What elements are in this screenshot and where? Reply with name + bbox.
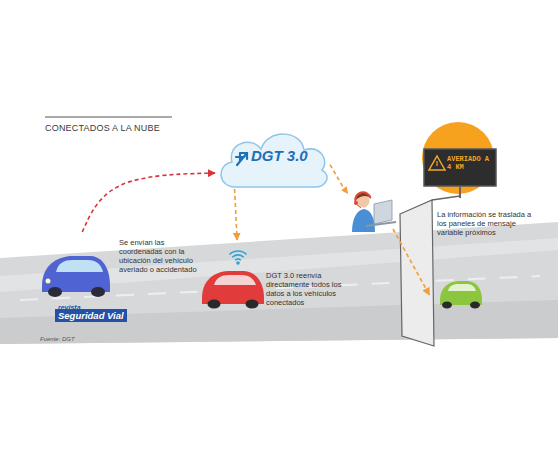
road [0, 222, 558, 344]
logo-symbol [236, 153, 247, 165]
title-rule [45, 117, 172, 118]
text-slot: Se envían las coordenadas con la ubicaci… [119, 238, 199, 274]
node-text: DGT 3.0 reenvía directamente todos los d… [266, 271, 358, 307]
operator-figure [352, 209, 375, 232]
red-car [214, 275, 256, 285]
cloud-shape [221, 134, 327, 187]
label-slot: Fuente: DGT [40, 327, 75, 345]
blue-car [42, 256, 110, 297]
title-slot: CONECTADOS A LA NUBE [45, 123, 215, 134]
green-car [470, 302, 480, 309]
node-text: Se envían las coordenadas con la ubicaci… [119, 238, 199, 274]
operator-figure [352, 192, 396, 232]
red-car [202, 271, 264, 309]
sign-panel [424, 149, 496, 186]
operator-figure [356, 204, 361, 208]
blue-car [46, 279, 51, 284]
text-slot: DGT 3.0 [251, 147, 323, 165]
sign-node: AVERIADO A 4 KM La información se traslad… [420, 145, 538, 295]
blue-car [91, 287, 105, 297]
gantry-board [432, 196, 460, 200]
road [0, 222, 558, 344]
node-caption: La información se traslada a los paneles… [437, 210, 535, 237]
title-rule [45, 117, 172, 118]
green-car [442, 302, 452, 309]
text-slot: La información se traslada a los paneles… [437, 210, 535, 237]
wifi-symbol [230, 251, 247, 265]
wifi-symbol [232, 255, 243, 257]
sign-panel [424, 149, 496, 198]
blue-car [42, 256, 110, 292]
wifi-symbol [236, 261, 240, 265]
blue-car [48, 287, 62, 297]
red-car [208, 300, 221, 309]
wifi-symbol [230, 251, 247, 255]
operator-figure [355, 192, 370, 202]
node-text: DGT 3.0 [251, 147, 323, 165]
blue-car [56, 260, 103, 272]
operator-figure [366, 222, 396, 226]
dashed-arrow [330, 165, 429, 295]
vehicle-node: Se envían las coordenadas con la ubicaci… [35, 232, 210, 300]
wifi-symbol [235, 259, 241, 260]
operator-figure [374, 200, 392, 224]
source-note: Fuente: DGT [40, 336, 75, 343]
green-car [440, 281, 482, 309]
logo-text: Seguridad Vial [55, 309, 127, 322]
text-slot: AVERIADO A 4 KM [447, 155, 491, 171]
vehicle-node: DGT 3.0 reenvía directamente todos los d… [198, 240, 361, 324]
green-car [440, 281, 482, 305]
dashed-arrow [235, 189, 238, 240]
text-slot: DGT 3.0 reenvía directamente todos los d… [266, 271, 358, 307]
red-car [246, 300, 259, 309]
dashed-arrow [82, 173, 215, 232]
diagram-title: CONECTADOS A LA NUBE [45, 123, 215, 134]
sign-panel [429, 156, 445, 170]
red-car [202, 271, 264, 304]
node-text: AVERIADO A 4 KM [447, 155, 491, 171]
green-car [448, 284, 476, 291]
sign-panel [436, 161, 437, 166]
cloud-node: DGT 3.0 [215, 125, 330, 189]
